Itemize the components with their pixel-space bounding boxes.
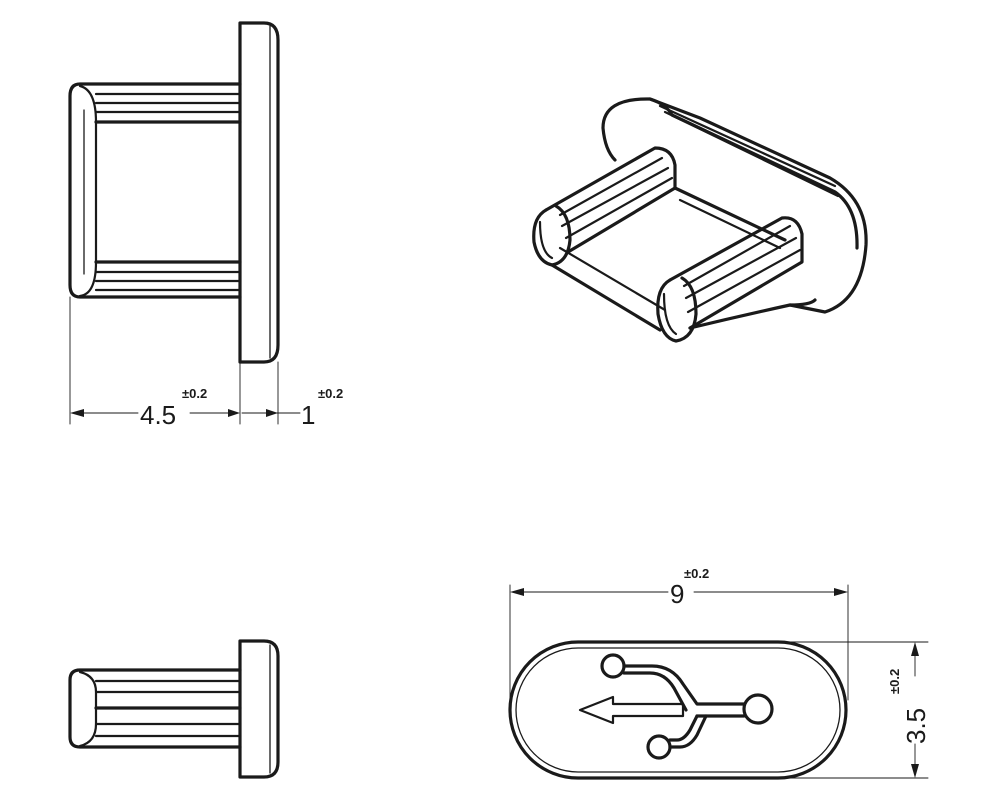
dim-end-height-value: 3.5 — [901, 708, 931, 744]
small-side-view-flange — [238, 639, 280, 779]
small-side-view — [68, 639, 280, 779]
dim-flange-thickness-value: 1 — [301, 400, 315, 430]
dim-side-length-value: 4.5 — [140, 400, 176, 430]
end-view-oval — [508, 640, 848, 780]
isometric-view — [532, 97, 868, 343]
end-view: 9 ±0.2 3.5 ±0.2 — [508, 566, 931, 780]
dim-flange-thickness-tolerance: ±0.2 — [318, 386, 343, 401]
side-view: 4.5 ±0.2 1 ±0.2 — [68, 21, 343, 430]
dim-side-length-tolerance: ±0.2 — [182, 386, 207, 401]
side-view-plug-body — [68, 82, 242, 299]
dim-end-width-value: 9 — [670, 579, 684, 609]
isometric-rod-lower — [668, 216, 804, 330]
dim-end-height-tolerance: ±0.2 — [887, 669, 902, 694]
usb-symbol-icon — [578, 653, 774, 760]
side-view-flange — [238, 21, 280, 364]
isometric-rod-upper — [544, 146, 677, 254]
end-view-height-dimension: 3.5 ±0.2 — [789, 641, 931, 779]
isometric-flange — [601, 97, 868, 314]
end-view-width-dimension: 9 ±0.2 — [509, 566, 849, 701]
side-view-dimensions: 4.5 ±0.2 1 ±0.2 — [69, 296, 343, 430]
dim-end-width-tolerance: ±0.2 — [684, 566, 709, 581]
small-side-view-plug-body — [68, 668, 242, 749]
